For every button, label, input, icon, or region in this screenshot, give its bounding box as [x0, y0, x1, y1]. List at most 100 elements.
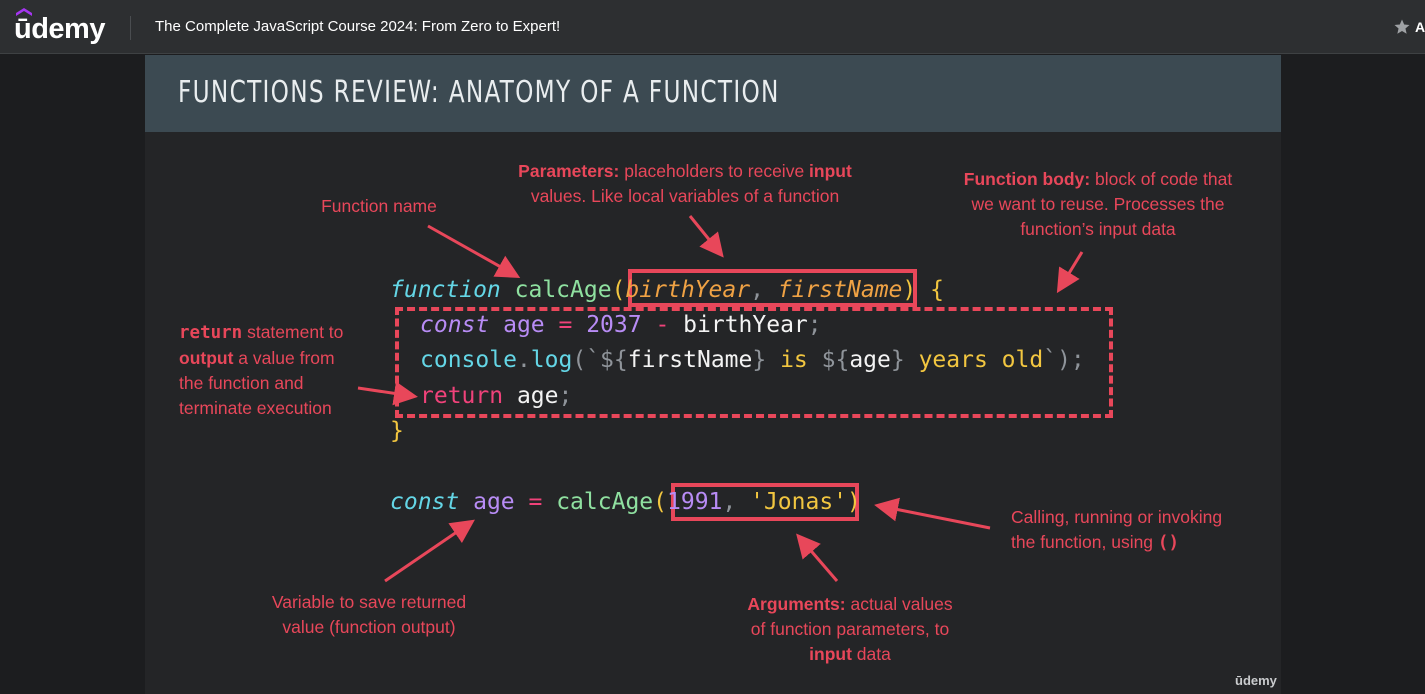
- code-line-4: return age;: [420, 381, 572, 411]
- arguments-text2: of function parameters, to: [750, 619, 950, 639]
- slide-body: [145, 132, 1281, 694]
- arguments-bold: Arguments:: [747, 594, 846, 614]
- return-text2: a value from: [233, 348, 335, 368]
- udemy-logo-text: ūdemy: [14, 13, 105, 45]
- annotation-calling: Calling, running or invoking the functio…: [1011, 505, 1261, 556]
- header-divider: [130, 16, 131, 40]
- parameters-text1: placeholders to receive: [619, 161, 810, 181]
- code-var-age-2: age: [459, 489, 529, 515]
- code-param-1: birthYear: [625, 277, 751, 303]
- arrow-function-name: [427, 224, 521, 278]
- code-call-calcage: calcAge: [542, 489, 654, 515]
- code-operator-eq: =: [558, 312, 573, 338]
- code-semicolon: ;: [807, 312, 822, 338]
- code-log-open: (`: [572, 347, 601, 373]
- code-line-5: }: [390, 416, 404, 446]
- variable-text1: Variable to save returned: [271, 592, 467, 612]
- arrow-calling: [874, 497, 991, 530]
- code-return-semicolon: ;: [558, 383, 573, 409]
- annotation-arguments: Arguments: actual values of function par…: [725, 592, 975, 667]
- arguments-box: [671, 483, 859, 521]
- slide-title: FUNCTIONS REVIEW: ANATOMY OF A FUNCTION: [178, 75, 780, 110]
- code-interp-close-2: }: [890, 347, 905, 373]
- body-text1: block of code that: [1090, 169, 1233, 189]
- udemy-logo[interactable]: ūdemy: [14, 8, 106, 44]
- code-interp-open-1: ${: [600, 347, 628, 373]
- code-interp-open-2: ${: [821, 347, 850, 373]
- code-interp-firstname: firstName: [627, 347, 753, 373]
- return-text1: statement to: [242, 322, 344, 342]
- return-keyword: return: [179, 323, 243, 343]
- calling-text2: the function, using: [1011, 532, 1158, 552]
- code-keyword-const-2: const: [390, 489, 460, 515]
- variable-text2: value (function output): [282, 617, 456, 637]
- calling-paren: (): [1157, 533, 1179, 553]
- code-string-years-old: years old: [904, 347, 1044, 373]
- code-log-close: `);: [1043, 347, 1085, 373]
- annotation-function-body: Function body: block of code that we wan…: [940, 167, 1256, 242]
- annotation-arrows: [357, 215, 1084, 583]
- arrow-parameters: [688, 215, 724, 258]
- code-return-age: age: [503, 383, 559, 409]
- code-param-2: firstName: [777, 277, 903, 303]
- arrow-function-body: [1056, 251, 1084, 294]
- lecture-slide: FUNCTIONS REVIEW: ANATOMY OF A FUNCTION: [145, 55, 1281, 694]
- arguments-text3: data: [851, 644, 891, 664]
- code-paren-close: ): [902, 277, 917, 303]
- function-body-box: [395, 307, 1113, 418]
- code-keyword-return: return: [420, 383, 504, 409]
- body-bold: Function body:: [963, 169, 1091, 189]
- star-icon[interactable]: [1393, 18, 1411, 36]
- code-line-6: const age = calcAge(1991, 'Jonas'): [390, 487, 861, 517]
- parameters-box: [628, 269, 917, 307]
- arrow-variable: [384, 519, 475, 583]
- code-line-3: console.log(`${firstName} is ${age} year…: [420, 345, 1085, 375]
- annotation-function-name: Function name: [295, 194, 463, 219]
- code-arg-jonas: 'Jonas': [750, 489, 848, 515]
- parameters-bold: Parameters:: [518, 161, 620, 181]
- body-text3: function’s input data: [1020, 219, 1176, 239]
- code-string-is: is: [766, 347, 822, 373]
- return-text3: the function and: [179, 373, 304, 393]
- arguments-text1: actual values: [845, 594, 953, 614]
- code-keyword-const: const: [420, 312, 490, 338]
- code-birthyear-ref: birthYear: [669, 312, 808, 338]
- udemy-watermark: ūdemy: [1235, 673, 1277, 688]
- code-function-name: calcAge: [514, 277, 612, 303]
- course-title-link[interactable]: The Complete JavaScript Course 2024: Fro…: [155, 18, 561, 35]
- slide-header: FUNCTIONS REVIEW: ANATOMY OF A FUNCTION: [145, 55, 1281, 132]
- code-dot: .: [516, 347, 531, 373]
- udemy-logo-mark-icon: [16, 8, 32, 16]
- code-brace-close: }: [390, 418, 404, 444]
- code-line-2: const age = 2037 - birthYear;: [420, 310, 822, 340]
- code-console: console: [420, 347, 517, 373]
- code-arg-1991: 1991: [667, 489, 723, 515]
- arguments-bold2: input: [809, 644, 852, 664]
- header-trailing-text[interactable]: A: [1415, 19, 1425, 35]
- code-number-2037: 2037: [572, 312, 656, 338]
- code-line-1: function calcAge(birthYear, firstName) {: [390, 275, 944, 305]
- code-log: log: [530, 347, 573, 373]
- code-keyword-function: function: [390, 277, 501, 303]
- code-interp-age: age: [849, 347, 891, 373]
- annotation-return: return statement to output a value from …: [179, 320, 389, 421]
- calling-text1: Calling, running or invoking: [1011, 507, 1223, 527]
- code-paren-open: (: [611, 277, 626, 303]
- code-call-close: ): [847, 489, 861, 515]
- code-var-age: age: [489, 312, 559, 338]
- code-param-comma: ,: [750, 277, 778, 303]
- function-name-label: Function name: [321, 196, 437, 216]
- course-header: ūdemy The Complete JavaScript Course 202…: [0, 0, 1425, 54]
- annotation-variable: Variable to save returned value (functio…: [245, 590, 493, 640]
- code-interp-close-1: }: [752, 347, 767, 373]
- return-text4: terminate execution: [179, 398, 332, 418]
- arrow-return: [357, 381, 418, 406]
- arrow-arguments: [796, 533, 839, 582]
- video-player[interactable]: FUNCTIONS REVIEW: ANATOMY OF A FUNCTION: [0, 55, 1425, 694]
- parameters-bold2: input: [809, 161, 852, 181]
- code-brace-open: {: [916, 277, 944, 303]
- body-text2: we want to reuse. Processes the: [971, 194, 1225, 214]
- code-call-open: (: [653, 489, 667, 515]
- parameters-text2: values. Like local variables of a functi…: [530, 186, 840, 206]
- code-operator-eq-2: =: [528, 489, 543, 515]
